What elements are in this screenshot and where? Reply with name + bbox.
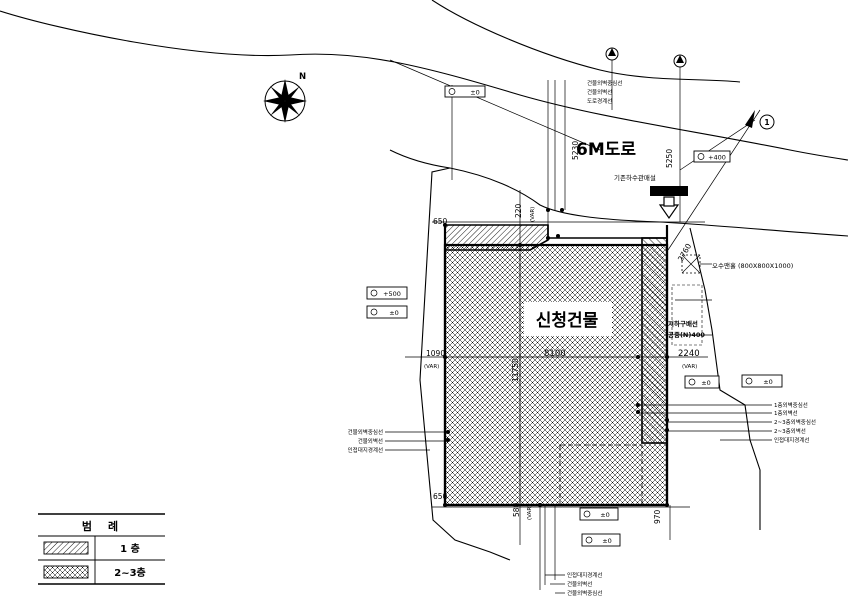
building-label: 신청건물: [536, 310, 599, 331]
legend-label-23f: 2~3층: [114, 566, 146, 579]
manhole: [671, 254, 712, 346]
dim-right-mid: 2240: [678, 349, 700, 359]
svg-text:+400: +400: [708, 154, 726, 162]
road-dimension-diagonal: [389, 59, 601, 151]
entrance-arrow: 주출입구: [650, 186, 688, 220]
svg-text:주출입구: 주출입구: [657, 187, 681, 196]
first-floor-strip-top: [444, 224, 549, 251]
dim-right-diag: 2760: [676, 242, 693, 263]
svg-text:±0: ±0: [389, 309, 399, 317]
svg-text:±0: ±0: [602, 537, 612, 545]
sub-label-1: 지하구배선: [668, 319, 698, 328]
road-lower-boundary: [389, 149, 848, 237]
svg-text:±0: ±0: [763, 378, 773, 386]
dim-road-right: 5250: [665, 149, 674, 168]
dim-right-mid-sub: (VAR): [682, 364, 697, 370]
svg-text:A: A: [678, 59, 682, 65]
road-label: 6M도로: [576, 140, 636, 160]
dim-bottom-left: 650: [433, 492, 448, 501]
right-site-boundary: [689, 227, 761, 530]
legend-title: 범례: [82, 519, 134, 533]
svg-text:±0: ±0: [470, 89, 480, 97]
dim-bottom-right: 970: [653, 509, 662, 524]
legend-swatch-1f: [43, 541, 89, 555]
callout-right-3: 2~3층외벽중심선: [774, 418, 816, 426]
right-diagonal-dim: [667, 109, 761, 251]
dim-top-mid: 220: [514, 203, 523, 218]
sewer-label: 기존하수관매설: [614, 173, 656, 182]
level-box-right-outer: ±0: [741, 374, 783, 388]
callout-right-2: 1층외벽선: [774, 409, 798, 417]
dim-bottom-mid: 580: [512, 502, 521, 517]
legend-swatch-23f: [43, 565, 89, 579]
road-upper-boundary: [0, 10, 848, 161]
level-box-road-top: ±0: [444, 85, 486, 98]
callout-bottom-2: 건물외벽선: [567, 580, 592, 588]
top-boundary: [431, 0, 741, 83]
callout-left-1: 건물외벽중심선: [348, 428, 383, 436]
callout-top-3: 도로경계선: [587, 97, 612, 105]
boundary-lines: [0, 0, 848, 561]
callout-top-2: 건물외벽선: [587, 88, 612, 96]
svg-text:±0: ±0: [600, 511, 610, 519]
svg-text:±0: ±0: [701, 379, 711, 387]
level-box-road-right: +400: [693, 150, 731, 163]
callout-leaders: [385, 404, 772, 594]
manhole-label: 오수맨홀 (800X800X1000): [712, 261, 793, 270]
sub-label-2: 공중(N)400: [668, 331, 705, 339]
section-marker-a-right: A: [673, 54, 687, 68]
building-label-backing: [524, 302, 612, 336]
level-box-left-upper: +500: [366, 286, 408, 300]
svg-text:1: 1: [764, 118, 769, 127]
section-marker-1: 1: [745, 110, 775, 130]
level-box-right-inner: ±0: [684, 375, 720, 389]
level-box-bottom: ±0: [579, 507, 619, 521]
left-site-boundary: [419, 167, 511, 561]
callout-right-5: 인접대지경계선: [774, 436, 809, 444]
dim-center-vertical: 11750: [511, 358, 520, 382]
level-box-left-lower: ±0: [366, 305, 408, 319]
north-compass: N: [263, 72, 307, 123]
level-box-bottom-outer: ±0: [581, 533, 621, 547]
svg-text:+500: +500: [383, 290, 401, 298]
dim-top-mid-sub: (VAR): [530, 207, 536, 222]
dim-bottom-mid-sub: (VAR): [527, 505, 533, 520]
callout-right-1: 1층외벽중심선: [774, 401, 808, 409]
dim-road-left: 5230: [571, 141, 580, 160]
dim-left-mid-sub: (VAR): [424, 364, 439, 370]
building-body: [443, 243, 669, 507]
legend-label-1f: 1 층: [120, 542, 140, 555]
callout-left-3: 인접대지경계선: [348, 446, 383, 454]
first-floor-strip-right: [641, 237, 668, 444]
legend: 범례 1 층 2~3층: [38, 513, 165, 585]
callout-left-2: 건물외벽선: [358, 437, 383, 445]
north-label: N: [299, 72, 306, 82]
callout-bottom-1: 인접대지경계선: [567, 571, 602, 579]
callout-right-4: 2~3층외벽선: [774, 427, 806, 435]
dim-center-horizontal: 8100: [544, 349, 566, 359]
dim-left-mid: 1090: [426, 349, 445, 358]
svg-text:A: A: [610, 52, 614, 58]
dim-top-left: 650: [433, 217, 448, 226]
section-marker-a-left: A: [605, 47, 619, 61]
building-footprint: [443, 224, 669, 507]
callout-top-1: 건물외벽중심선: [587, 79, 622, 87]
callout-bottom-3: 건물외벽중심선: [567, 589, 602, 597]
